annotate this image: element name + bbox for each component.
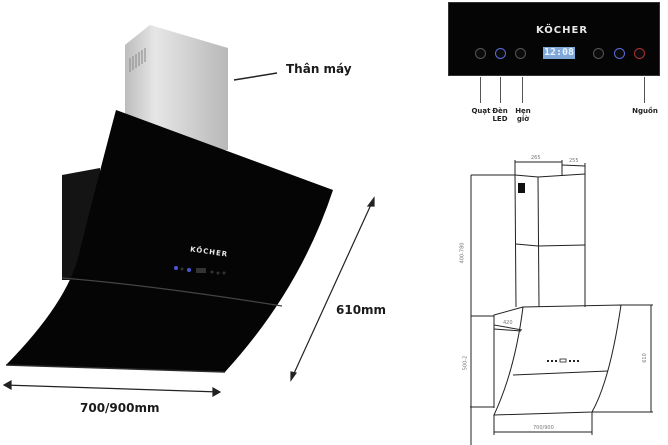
- led-label: Đèn LED: [490, 107, 510, 123]
- height-arrow: [290, 196, 375, 382]
- range-hood-photo: [2, 25, 375, 398]
- boost-button-icon[interactable]: [614, 48, 625, 59]
- chimney-width-dim: 265: [531, 155, 541, 161]
- timer-display: 12:08: [543, 47, 575, 59]
- timer-label-line1: Hẹn: [515, 107, 531, 115]
- timer-button-icon[interactable]: [515, 48, 526, 59]
- control-panel: [448, 2, 660, 76]
- speed-button-icon[interactable]: [593, 48, 604, 59]
- led-button-icon[interactable]: [495, 48, 506, 59]
- power-button-icon[interactable]: [634, 48, 645, 59]
- body-leader-line: [233, 72, 278, 81]
- body-label: Thân máy: [286, 62, 352, 76]
- body-height-left-dim: 500-2: [462, 355, 469, 371]
- chimney-height-dim: 400-780: [459, 242, 466, 264]
- power-leader-line: [644, 77, 645, 103]
- control-dots: [547, 358, 579, 363]
- fan-leader-line: [480, 77, 481, 103]
- timer-leader-line: [522, 77, 523, 103]
- chimney-depth-dim: 255: [569, 158, 579, 164]
- fan-label: Quạt: [471, 107, 491, 115]
- fan-button-icon[interactable]: [475, 48, 486, 59]
- width-arrow: [2, 379, 222, 398]
- hood-glass-panel: [6, 110, 333, 372]
- timer-label: Hẹn giờ: [513, 107, 533, 123]
- height-dimension-label: 610mm: [336, 303, 387, 317]
- panel-brand-logo: KÖCHER: [536, 25, 589, 36]
- hood-mini-controls: [174, 266, 226, 275]
- led-label-line2: LED: [492, 115, 508, 123]
- body-height-right-dim: 610: [641, 353, 648, 363]
- timer-label-line2: giờ: [516, 115, 530, 123]
- body-depth-dim: 420: [503, 320, 513, 326]
- led-leader-line: [500, 77, 501, 103]
- body-width-dim: 700/900: [533, 425, 554, 431]
- power-label: Nguồn: [632, 107, 658, 115]
- chimney: [125, 25, 228, 150]
- width-dimension-label: 700/900mm: [80, 401, 160, 415]
- led-label-line1: Đèn: [492, 107, 508, 115]
- technical-drawing: [470, 160, 653, 445]
